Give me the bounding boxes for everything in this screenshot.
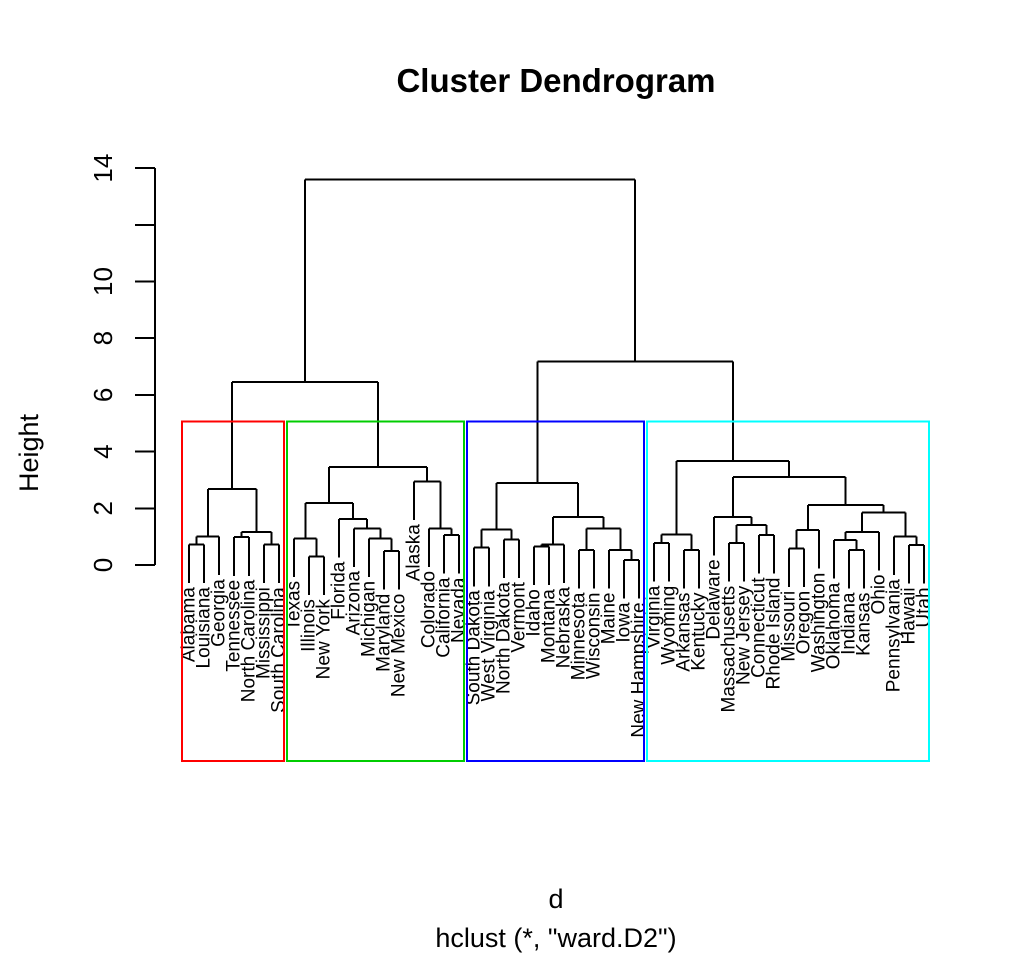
y-tick-label-10: 10 — [88, 267, 118, 296]
leaf-label-new-jersey: New Jersey — [734, 585, 755, 685]
leaf-label-new-york: New York — [314, 599, 335, 680]
y-axis-label: Height — [14, 413, 44, 492]
leaf-label-california: California — [434, 577, 455, 658]
cluster-boxes — [181, 420, 930, 762]
cluster-box-4 — [646, 420, 930, 762]
leaf-label-georgia: Georgia — [209, 579, 230, 647]
dendrogram-tree — [188, 178, 925, 599]
leaf-label-texas: Texas — [284, 581, 305, 631]
leaf-label-missouri: Missouri — [779, 591, 800, 662]
leaf-label-alabama: Alabama — [179, 587, 200, 662]
leaf-label-tennessee: Tennessee — [224, 580, 245, 672]
leaf-label-indiana: Indiana — [839, 592, 860, 655]
leaf-label-kentucky: Kentucky — [689, 592, 710, 671]
leaf-label-north-carolina: North Carolina — [239, 579, 260, 702]
leaf-label-washington: Washington — [809, 573, 830, 673]
leaf-label-virginia: Virginia — [644, 585, 665, 648]
leaf-label-arizona: Arizona — [344, 571, 365, 636]
leaf-label-minnesota: Minnesota — [569, 592, 590, 680]
y-tick-label-4: 4 — [88, 444, 118, 458]
leaf-label-wyoming: Wyoming — [659, 586, 680, 665]
leaf-label-massachusetts: Massachusetts — [719, 586, 740, 713]
leaf-label-maryland: Maryland — [374, 594, 395, 672]
cluster-box-3 — [466, 420, 645, 762]
leaf-label-new-mexico: New Mexico — [389, 594, 410, 697]
leaf-label-arkansas: Arkansas — [674, 593, 695, 672]
leaf-label-illinois: Illinois — [299, 599, 320, 652]
chart-title: Cluster Dendrogram — [396, 62, 715, 99]
y-tick-label-14: 14 — [88, 154, 118, 183]
leaf-label-hawaii: Hawaii — [899, 587, 920, 644]
y-axis: 0 2 4 6 8 10 14 — [88, 154, 156, 572]
leaf-label-ohio: Ohio — [869, 574, 890, 614]
leaf-label-west-virginia: West Virginia — [479, 590, 500, 702]
leaf-label-iowa: Iowa — [614, 602, 635, 643]
leaf-label-colorado: Colorado — [419, 571, 440, 648]
leaf-label-maine: Maine — [599, 593, 620, 645]
leaf-label-montana: Montana — [539, 589, 560, 663]
leaf-label-vermont: Vermont — [509, 581, 530, 652]
y-tick-label-8: 8 — [88, 331, 118, 345]
leaf-label-nebraska: Nebraska — [554, 586, 575, 668]
subtitle-hclust-call: hclust (*, "ward.D2") — [435, 923, 676, 953]
leaf-label-idaho: Idaho — [524, 589, 545, 637]
leaf-label-mississippi: Mississippi — [254, 587, 275, 679]
leaf-label-louisiana: Louisiana — [194, 587, 215, 669]
leaf-label-kansas: Kansas — [854, 593, 875, 656]
y-tick-label-2: 2 — [88, 501, 118, 515]
cluster-box-1 — [181, 420, 285, 762]
y-tick-label-0: 0 — [88, 558, 118, 572]
leaf-label-utah: Utah — [914, 587, 935, 627]
leaf-label-north-dakota: North Dakota — [494, 582, 515, 694]
leaf-label-oklahoma: Oklahoma — [824, 582, 845, 669]
cluster-box-2 — [286, 420, 465, 762]
x-axis-label: d — [548, 884, 563, 914]
leaf-label-oregon: Oregon — [794, 591, 815, 654]
leaf-label-michigan: Michigan — [359, 581, 380, 657]
leaf-label-delaware: Delaware — [704, 559, 725, 639]
leaf-label-pennsylvania: Pennsylvania — [884, 579, 905, 692]
y-tick-label-6: 6 — [88, 388, 118, 402]
leaf-label-wisconsin: Wisconsin — [584, 593, 605, 680]
leaf-label-alaska: Alaska — [404, 524, 425, 581]
leaf-label-connecticut: Connecticut — [749, 577, 770, 678]
leaf-label-rhode-island: Rhode Island — [764, 578, 785, 690]
leaf-label-south-dakota: South Dakota — [464, 590, 485, 706]
leaf-label-florida: Florida — [329, 561, 350, 620]
